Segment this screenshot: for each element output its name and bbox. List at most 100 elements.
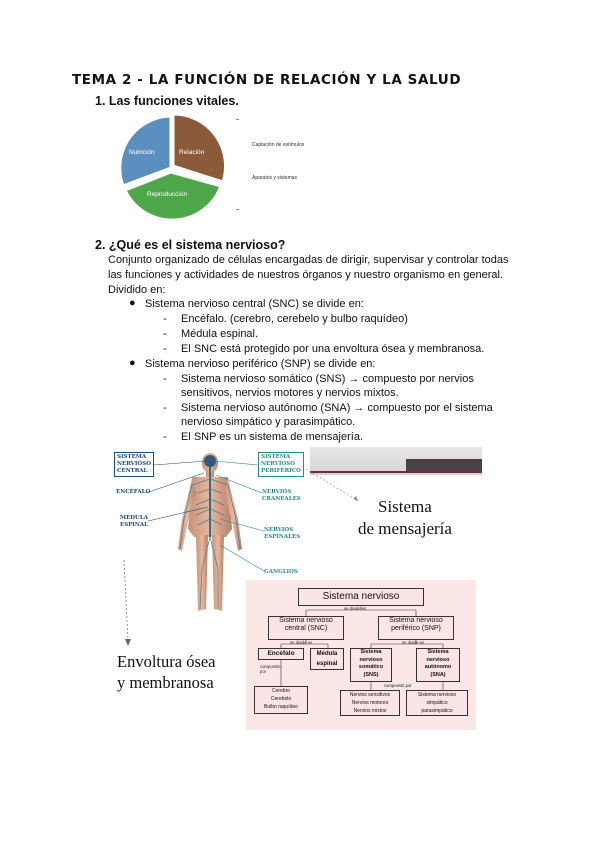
snp-label-line: SISTEMA [261, 454, 291, 460]
encefalo-part: Cerebro [271, 688, 291, 694]
node-sns-parts: Nervios sensitivos Nervios motores Nervi… [340, 690, 400, 716]
snp-label-line: NERVIOSO [261, 461, 295, 467]
dash: - [163, 328, 167, 340]
link-root: se divide en [344, 606, 367, 611]
node-medula: Médula espinal [310, 648, 344, 670]
pie-slice-nutricion [118, 114, 173, 188]
concept-map-lines [280, 606, 444, 690]
snc-bullet: Sistema nervioso central (SNC) se divide… [145, 298, 364, 310]
dash: - [163, 343, 167, 355]
mensajeria-line-1: Sistema [378, 497, 432, 516]
snp-item-2a: Sistema nervioso autónomo (SNA) → compue… [181, 402, 493, 414]
node-sna-line: Sistema [427, 649, 449, 655]
link-encefalo-line: compuesto [260, 664, 281, 669]
sns-part: Nervios mixtos [353, 708, 387, 714]
tick-mark [236, 209, 239, 210]
snp-label-line: PERIFÉRICO [261, 468, 301, 474]
node-medula-line: Médula [316, 651, 338, 657]
node-sns-line: somático [358, 664, 384, 670]
sns-part: Nervios sensitivos [349, 692, 391, 698]
node-sns-line: (SNS) [363, 671, 379, 678]
mensajeria-line-2: de mensajería [358, 519, 452, 538]
medula-label: MÉDULA ESPINAL [120, 515, 148, 529]
bullet-dot: ● [129, 297, 136, 309]
node-sns-line: Sistema [360, 649, 382, 655]
snc-label-box: SISTEMA NERVIOSO CENTRAL [114, 452, 154, 477]
envoltura-line-1: Envoltura ósea [117, 652, 216, 671]
banner-line [310, 471, 482, 473]
node-snp-line: Sistema nervioso [389, 617, 443, 624]
dash: - [163, 373, 167, 385]
leader-lines [145, 460, 359, 572]
nervios-craneales-line: NERVIOS [262, 489, 292, 495]
banner-dark [406, 459, 482, 471]
encefalo-part: Bulbo raquídeo [264, 704, 298, 710]
paragraph-line-3: Dividido en: [108, 284, 166, 296]
human-body-illustration [178, 453, 242, 611]
node-encefalo-parts: Cerebro Cerebelo Bulbo raquídeo [254, 686, 308, 714]
node-encefalo: Encéfalo [258, 648, 304, 660]
snp-bullet: Sistema nervioso periférico (SNP) se div… [145, 358, 376, 370]
node-sna: Sistema nervioso autónomo (SNA) [416, 648, 460, 682]
dash: - [163, 431, 167, 443]
snp-item-1b: sensitivos, nervios motores y nervios mi… [181, 387, 399, 399]
nervios-espinales-label: NERVIOS ESPINALES [264, 527, 300, 541]
section-2-heading: 2. ¿Qué es el sistema nervioso? [95, 238, 286, 252]
sna-part: simpático [426, 700, 448, 706]
snc-label-line: SISTEMA [117, 454, 147, 460]
node-sna-line: nervioso [426, 656, 450, 663]
node-snp-line: periférico (SNP) [391, 625, 441, 632]
snc-item-1: Encéfalo. (cerebro, cerebelo y bulbo raq… [181, 313, 408, 325]
paragraph-line-1: Conjunto organizado de células encargada… [108, 254, 509, 266]
nervios-craneales-label: NERVIOS CRANEALES [262, 489, 301, 503]
snc-label-line: NERVIOSO [117, 461, 151, 467]
medula-label-line: ESPINAL [120, 522, 149, 528]
sns-part: Nervios motores [351, 700, 389, 706]
link-encefalo: compuesto por [260, 664, 280, 674]
link-encefalo-line: por [260, 669, 267, 674]
encefalo-label: ENCÉFALO [116, 489, 151, 495]
nervous-system-figure: SISTEMA NERVIOSO CENTRAL ENCÉFALO MÉDULA… [110, 447, 482, 617]
node-sns-line: nervioso [359, 656, 383, 663]
pie-slice-reproduccion [122, 170, 223, 222]
link-snp: se divide en [402, 640, 425, 645]
vital-functions-pie: Nutrición Relación Reproducción [118, 112, 228, 222]
node-sns: Sistema nervioso somático (SNS) [350, 648, 392, 682]
sna-part: parasimpático [421, 708, 453, 714]
nervios-espinales-line: NERVIOS [264, 527, 294, 533]
node-snp: Sistema nervioso periférico (SNP) [378, 616, 454, 640]
envoltura-line-2: y membranosa [117, 673, 214, 692]
node-sna-line: autónomo [424, 664, 452, 670]
node-sna-parts: Sistema nervioso simpático parasimpático [406, 690, 468, 716]
dash: - [163, 313, 167, 325]
snp-item-2b: nervioso simpático y parasimpático. [181, 416, 356, 428]
pie-slice-relacion [171, 112, 228, 184]
pie-side-label-1: Captación de estímulos [252, 142, 305, 148]
bullet-dot: ● [129, 357, 136, 369]
snp-label-box: SISTEMA NERVIOSO PERIFÉRICO [258, 452, 304, 477]
pie-label-nutricion: Nutrición [129, 149, 155, 156]
node-root: Sistema nervioso [298, 588, 424, 606]
snc-item-2: Médula espinal. [181, 328, 259, 340]
dashed-arrow [123, 560, 131, 646]
dash: - [163, 402, 167, 414]
medula-label-line: MÉDULA [120, 515, 148, 521]
node-snc-line: Sistema nervioso [279, 617, 333, 624]
snc-item-3: El SNC está protegido por una envoltura … [181, 343, 485, 355]
pie-label-reproduccion: Reproducción [147, 191, 187, 198]
link-sns: compuesto por [384, 683, 412, 688]
node-medula-line: espinal [316, 661, 338, 667]
concept-map: Sistema nervioso se divide en Sistema ne… [246, 580, 476, 730]
nervios-espinales-line: ESPINALES [264, 534, 301, 540]
node-snc-line: central (SNC) [284, 625, 328, 632]
pie-side-label-2: Aparatos y sistemas [252, 175, 298, 181]
node-sna-line: (SNA) [430, 671, 446, 678]
nervios-craneales-line: CRANEALES [262, 496, 301, 502]
ganglios-label: GANGLIOS [264, 569, 298, 575]
section-1-heading: 1. Las funciones vitales. [95, 94, 239, 108]
snc-label-line: CENTRAL [117, 468, 148, 474]
snp-item-3: El SNP es un sistema de mensajería. [181, 431, 363, 443]
link-snc: se divide en [290, 640, 313, 645]
snp-item-1a: Sistema nervioso somático (SNS) → compue… [181, 373, 474, 385]
encefalo-part: Cerebelo [270, 696, 292, 702]
